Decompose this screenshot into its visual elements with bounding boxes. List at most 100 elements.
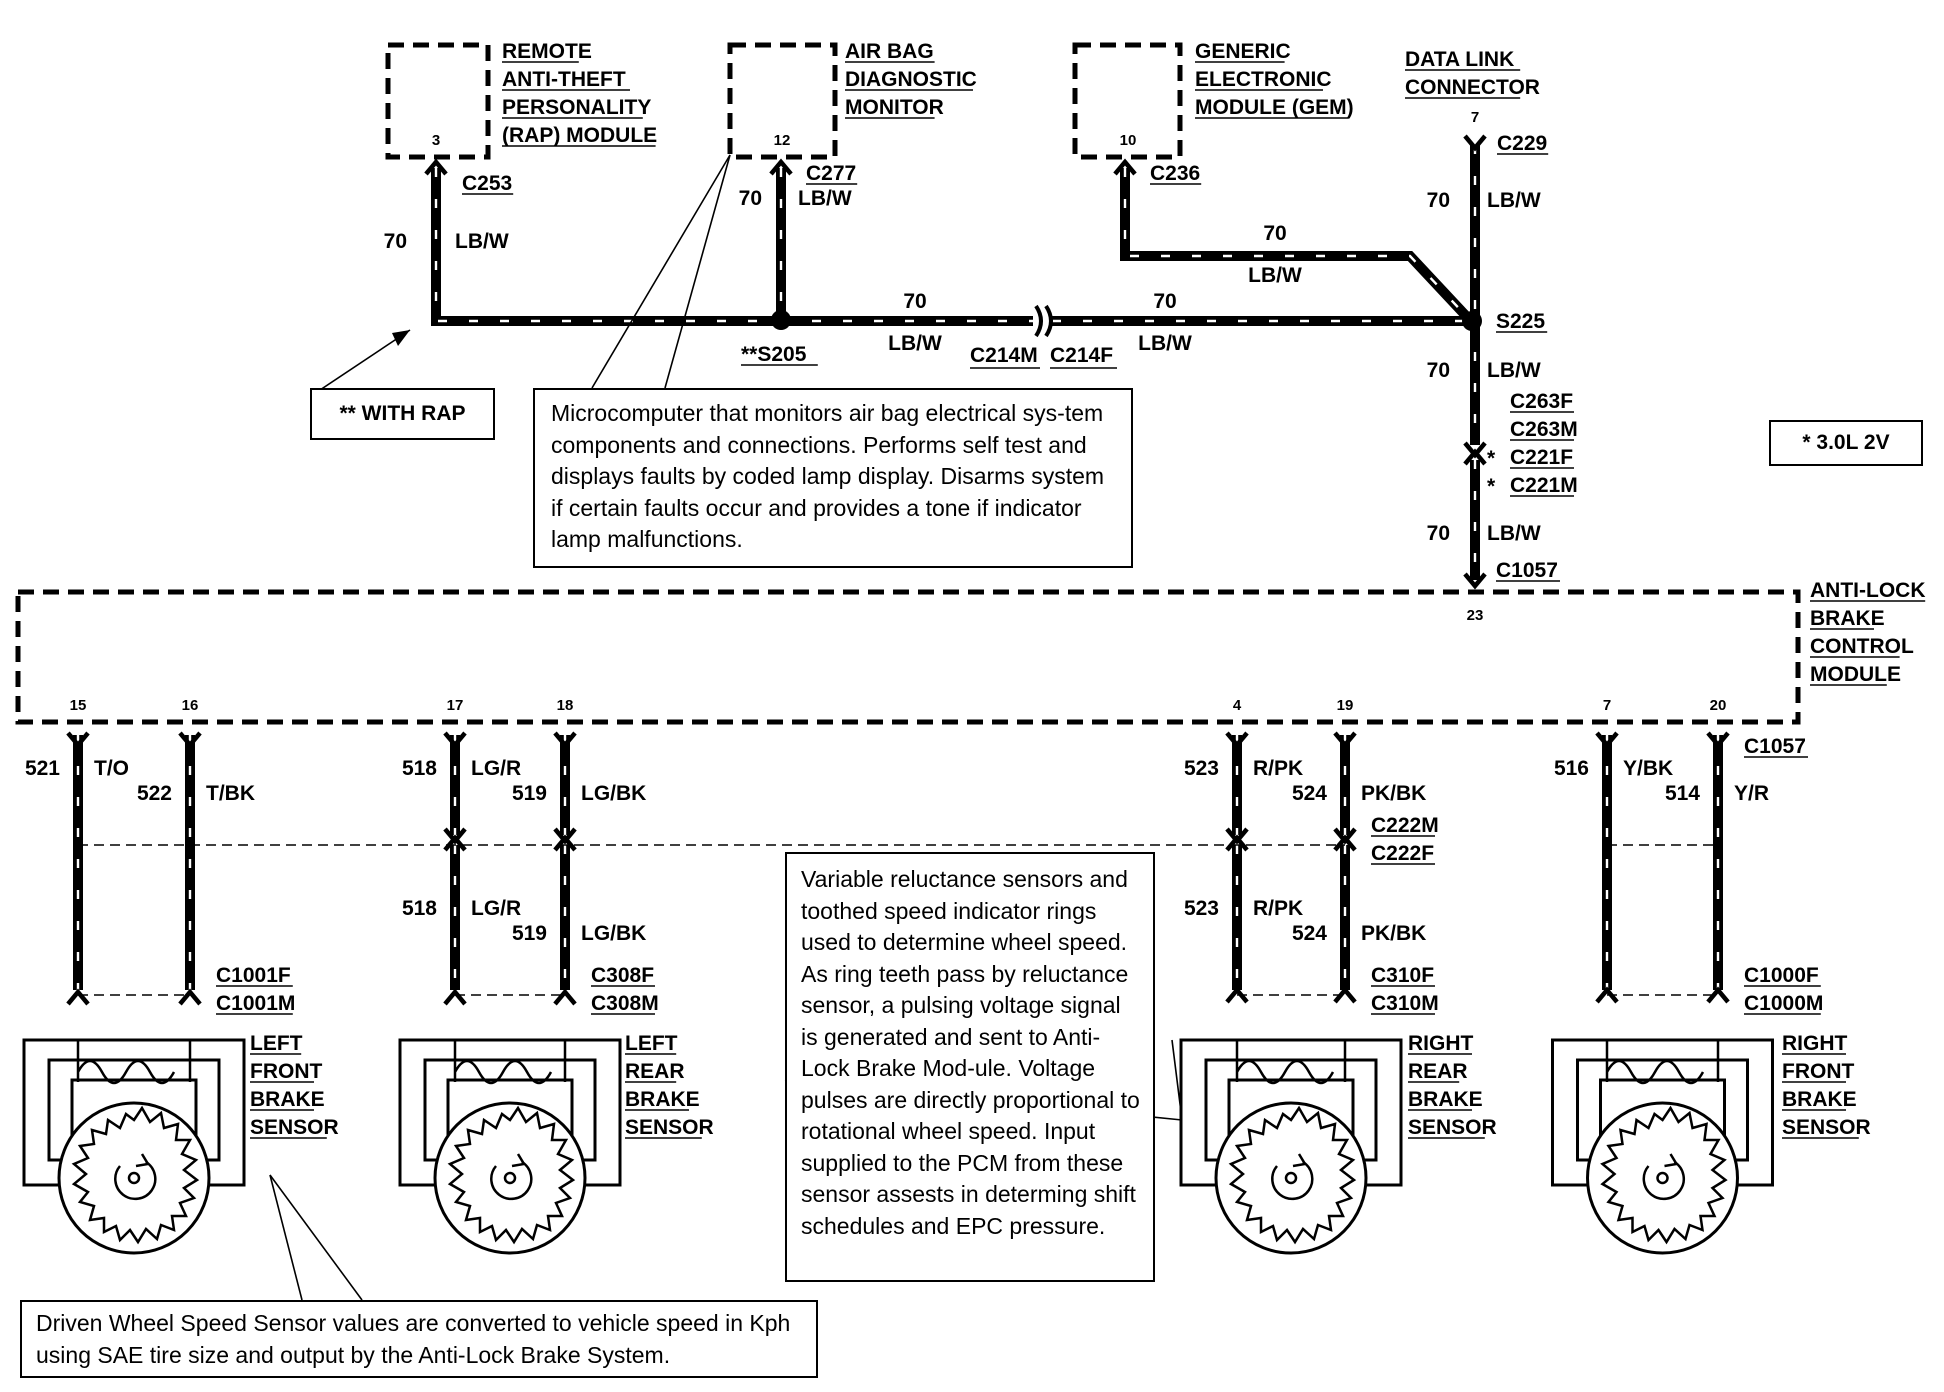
rf-circuit-2-number: 514 bbox=[1665, 782, 1700, 805]
gem-module-label-line-2: ELECTRONIC bbox=[1195, 68, 1332, 91]
c229-label: C229 bbox=[1497, 132, 1547, 155]
lf-sensor-name-line-3: BRAKE bbox=[250, 1088, 325, 1111]
lf-top-arrow-2 bbox=[178, 731, 202, 749]
lr-circuit-1-number-lower: 518 bbox=[402, 897, 437, 920]
rr-tone-ring-wheel bbox=[1214, 1101, 1368, 1255]
data-link-connector-label-line-1: DATA LINK bbox=[1405, 48, 1514, 71]
variable-reluctance-note-text: Variable reluctance sensors and toothed … bbox=[801, 866, 1140, 1239]
rf-tone-ring-wheel bbox=[1586, 1101, 1739, 1255]
rr-circuit-2-color: PK/BK bbox=[1361, 782, 1426, 805]
c253-label: C253 bbox=[462, 172, 512, 195]
rr-sensor-name-line-3: BRAKE bbox=[1408, 1088, 1483, 1111]
rr-mid-connector-label-line-2: C222F bbox=[1371, 842, 1434, 865]
lr-tone-ring-wheel bbox=[433, 1101, 587, 1255]
lr-sensor-name-line-4: SENSOR bbox=[625, 1116, 714, 1139]
c263-arrow-male bbox=[1463, 448, 1487, 466]
abs-pin-23: 23 bbox=[1467, 607, 1484, 624]
gem-circuit-number: 70 bbox=[1263, 222, 1286, 245]
c214-connector-symbol bbox=[1034, 304, 1053, 338]
wire-rap-to-s205 bbox=[431, 168, 780, 326]
c277-label: C277 bbox=[806, 162, 856, 185]
with-rap-tag: ** WITH RAP bbox=[310, 388, 495, 440]
lr-bottom-arrow-2 bbox=[553, 988, 577, 1006]
s205-label: **S205 bbox=[741, 343, 807, 366]
rf-sensor-coil bbox=[1605, 1040, 1720, 1085]
c236-label: C236 bbox=[1150, 162, 1200, 185]
rf-top-arrow-2 bbox=[1706, 731, 1730, 749]
airbag-note-pointer-1 bbox=[591, 154, 731, 389]
rr-circuit-1-color-lower: R/PK bbox=[1253, 897, 1303, 920]
rf-sensor-name-line-1: RIGHT bbox=[1782, 1032, 1848, 1055]
mid-circuit-number-2: 70 bbox=[1153, 290, 1176, 313]
rf-circuit-2-color: Y/R bbox=[1734, 782, 1769, 805]
abs-module-label-line-2: BRAKE bbox=[1810, 607, 1885, 630]
rr-sensor-name-line-4: SENSOR bbox=[1408, 1116, 1497, 1139]
dlc-pin-number: 7 bbox=[1471, 109, 1479, 126]
air-bag-monitor-label-line-2: DIAGNOSTIC bbox=[845, 68, 977, 91]
airbag-wire-color: LB/W bbox=[798, 187, 852, 210]
lr-circuit-1-color-lower: LG/R bbox=[471, 897, 521, 920]
rf-abs-pin-7: 7 bbox=[1603, 697, 1611, 714]
air-bag-pin-number: 12 bbox=[774, 132, 791, 149]
lr-sensor-name-line-2: REAR bbox=[625, 1060, 685, 1083]
rr-circuit-1-number-lower: 523 bbox=[1184, 897, 1219, 920]
lr-circuit-2-number-lower: 519 bbox=[512, 922, 547, 945]
lr-circuit-2-color-lower: LG/BK bbox=[581, 922, 646, 945]
lr-top-arrow-2 bbox=[553, 731, 577, 749]
rr-bottom-connector-label-line-2: C310M bbox=[1371, 992, 1439, 1015]
rr-sensor-coil bbox=[1235, 1040, 1347, 1085]
rf-bottom-connector-label-line-1: C1000F bbox=[1744, 964, 1819, 987]
lf-circuit-2-number: 522 bbox=[137, 782, 172, 805]
lr-mid-arrow-m-2 bbox=[553, 834, 577, 852]
rr-mid-connector-label-line-1: C222M bbox=[1371, 814, 1439, 837]
rr-mid-arrow-m-1 bbox=[1225, 834, 1249, 852]
rr-abs-pin-19: 19 bbox=[1337, 697, 1354, 714]
rr-bottom-arrow-1 bbox=[1225, 986, 1249, 1004]
rf-bottom-arrow-1 bbox=[1595, 986, 1619, 1004]
c263-c221-label-line-3: C221F bbox=[1510, 446, 1573, 469]
lf-abs-pin-16: 16 bbox=[182, 697, 199, 714]
rf-circuit-1-color: Y/BK bbox=[1623, 757, 1673, 780]
rf-circuit-1-number: 516 bbox=[1554, 757, 1589, 780]
lf-top-arrow-1 bbox=[66, 731, 90, 749]
lf-circuit-2-color: T/BK bbox=[206, 782, 255, 805]
air-bag-monitor-box bbox=[727, 42, 838, 160]
rf-top-arrow-1 bbox=[1595, 731, 1619, 749]
lr-top-arrow-1 bbox=[443, 731, 467, 749]
rr-circuit-1-number: 523 bbox=[1184, 757, 1219, 780]
with-rap-pointer bbox=[319, 329, 411, 391]
gem-pin-number: 10 bbox=[1120, 132, 1137, 149]
c1057-arrow bbox=[1463, 572, 1487, 590]
variable-reluctance-note: Variable reluctance sensors and toothed … bbox=[785, 852, 1155, 1282]
lr-bottom-connector-label-line-1: C308F bbox=[591, 964, 654, 987]
c277-arrow bbox=[769, 158, 793, 176]
lf-sensor-name-line-4: SENSOR bbox=[250, 1116, 339, 1139]
data-link-connector-label-line-2: CONNECTOR bbox=[1405, 76, 1540, 99]
airbag-monitor-note-text: Microcomputer that monitors air bag elec… bbox=[551, 400, 1105, 552]
lf-sensor-name-line-1: LEFT bbox=[250, 1032, 303, 1055]
engine-tag: * 3.0L 2V bbox=[1769, 420, 1923, 466]
abs-module-label-line-3: CONTROL bbox=[1810, 635, 1914, 658]
airbag-note-pointer-2 bbox=[664, 154, 731, 389]
c229-arrow bbox=[1463, 134, 1487, 152]
c263-c221-label-line-2: C263M bbox=[1510, 418, 1578, 441]
rr-circuit-1-color: R/PK bbox=[1253, 757, 1303, 780]
c221m-star: * bbox=[1487, 475, 1496, 498]
driven-note-pointer-1 bbox=[269, 1174, 363, 1301]
gem-module-box bbox=[1072, 42, 1183, 160]
lower-wire-color-1: LB/W bbox=[1487, 359, 1541, 382]
gem-module-label-line-1: GENERIC bbox=[1195, 40, 1291, 63]
lr-abs-pin-17: 17 bbox=[447, 697, 464, 714]
lf-sensor-name-line-2: FRONT bbox=[250, 1060, 322, 1083]
lf-bottom-arrow-1 bbox=[66, 988, 90, 1006]
abs-module-label-line-1: ANTI-LOCK bbox=[1810, 579, 1925, 602]
with-rap-pointer-head bbox=[392, 330, 410, 346]
lr-circuit-1-color: LG/R bbox=[471, 757, 521, 780]
rap-module-label-line-1: REMOTE bbox=[502, 40, 592, 63]
rf-bottom-connector-label-line-2: C1000M bbox=[1744, 992, 1823, 1015]
rap-module-label-line-2: ANTI-THEFT bbox=[502, 68, 626, 91]
c221f-star: * bbox=[1487, 447, 1496, 470]
rap-module-box bbox=[385, 42, 491, 160]
lower-circuit-number-1: 70 bbox=[1427, 359, 1450, 382]
